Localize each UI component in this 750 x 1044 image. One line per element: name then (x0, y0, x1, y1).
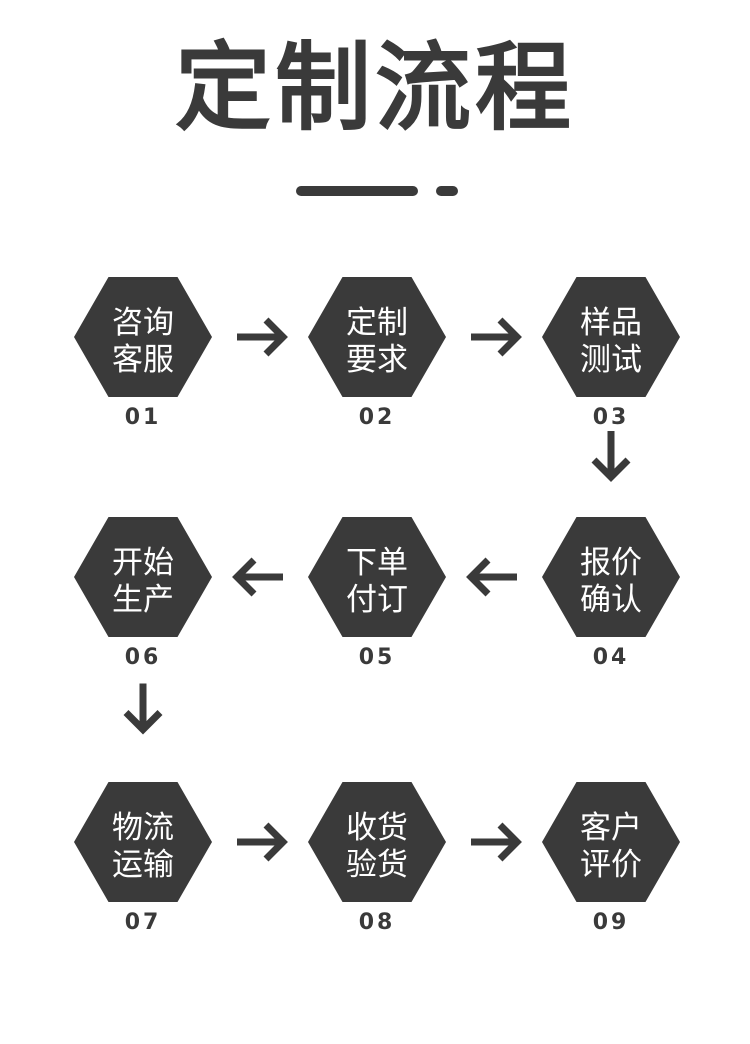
step-number: 07 (125, 910, 162, 935)
step-label-line1: 定制 (346, 305, 408, 341)
step-label-line1: 收货 (346, 810, 408, 846)
step-label-line1: 客户 (580, 810, 642, 846)
hexagon-shape (308, 782, 446, 902)
arrow-left-icon (232, 557, 283, 597)
step-number: 03 (593, 405, 630, 430)
title-underline-long (296, 186, 418, 196)
step-number: 04 (593, 645, 630, 670)
step-label-line2: 评价 (580, 847, 642, 883)
step-label-line1: 咨询 (112, 305, 174, 341)
hexagon-shape (542, 517, 680, 637)
step-number: 09 (593, 910, 630, 935)
step-label-line1: 下单 (346, 545, 408, 581)
hexagon-shape (542, 277, 680, 397)
step-label-line2: 要求 (346, 342, 408, 378)
step-label-line2: 客服 (112, 342, 174, 378)
hexagon-shape (74, 782, 212, 902)
step-label-line2: 付订 (346, 582, 408, 618)
step-label-line2: 运输 (112, 847, 174, 883)
step-label-line1: 开始 (112, 545, 174, 581)
arrow-right-icon (237, 822, 288, 862)
step-label-line2: 确认 (580, 582, 642, 618)
arrow-down-icon (123, 683, 163, 735)
step-label-line2: 测试 (580, 342, 642, 378)
arrow-right-icon (471, 317, 522, 357)
step-number: 06 (125, 645, 162, 670)
hexagon-shape (542, 782, 680, 902)
step-label-line2: 验货 (346, 847, 408, 883)
step-number: 08 (359, 910, 396, 935)
hexagon-shape (308, 517, 446, 637)
hexagon-shape (74, 277, 212, 397)
step-label-line2: 生产 (112, 582, 174, 618)
step-label-line1: 物流 (112, 810, 174, 846)
step-label-line1: 报价 (580, 545, 642, 581)
arrow-right-icon (237, 317, 288, 357)
page-title: 定制流程 (175, 32, 575, 144)
hexagon-shape (308, 277, 446, 397)
arrow-down-icon (591, 431, 631, 482)
arrow-right-icon (471, 822, 522, 862)
step-number: 05 (359, 645, 396, 670)
step-number: 01 (125, 405, 162, 430)
step-number: 02 (359, 405, 396, 430)
title-underline-short (436, 186, 458, 196)
hexagon-shape (74, 517, 212, 637)
arrow-left-icon (466, 557, 517, 597)
step-label-line1: 样品 (580, 305, 642, 341)
